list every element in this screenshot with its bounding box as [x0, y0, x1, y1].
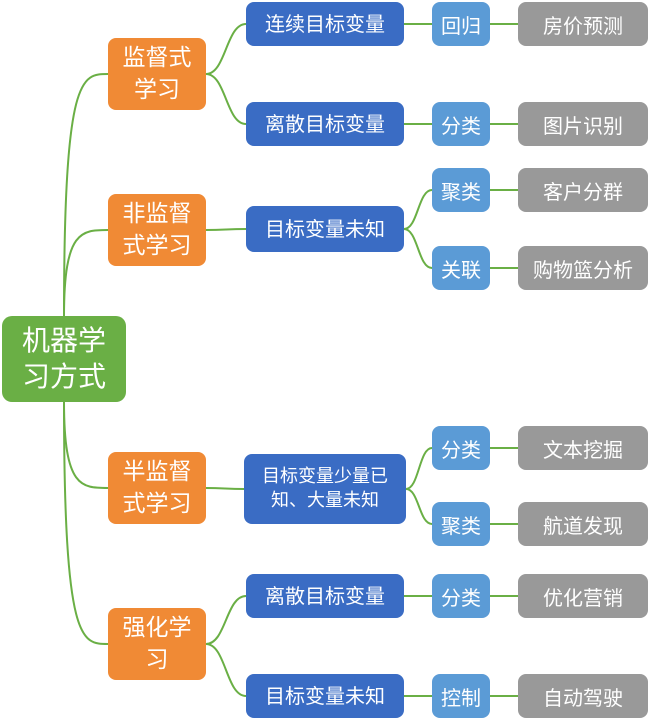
target-discrete: 离散目标变量	[246, 102, 404, 146]
method-association: 关联	[432, 246, 490, 290]
method-classification: 分类	[432, 102, 490, 146]
application-customer-segmentation: 客户分群	[518, 168, 648, 212]
branch-semi-supervised: 半监督 式学习	[108, 452, 206, 524]
target-unknown-rl: 目标变量未知	[246, 674, 404, 718]
connector-branch-supervised-to-target-discrete	[205, 73, 247, 125]
connector-root-node-to-branch-supervised	[63, 73, 109, 317]
branch-reinforcement: 强化学 习	[108, 608, 206, 680]
method-clustering: 聚类	[432, 168, 490, 212]
connector-branch-reinforcement-to-target-unknown-rl	[205, 643, 247, 697]
application-basket-analysis: 购物篮分析	[518, 246, 648, 290]
branch-unsupervised: 非监督 式学习	[108, 194, 206, 266]
connector-target-unknown-to-method-clustering	[403, 189, 433, 230]
application-marketing-optimization: 优化营销	[518, 574, 648, 618]
connector-branch-semi-supervised-to-target-partially-known	[205, 487, 245, 490]
application-image-recognition: 图片识别	[518, 102, 648, 146]
connector-target-partially-known-to-method-classification-semi	[405, 447, 433, 490]
method-clustering-semi: 聚类	[432, 502, 490, 546]
connector-target-partially-known-to-method-clustering-semi	[405, 488, 433, 525]
target-partially-known: 目标变量少量已 知、大量未知	[244, 454, 406, 524]
application-text-mining: 文本挖掘	[518, 426, 648, 470]
connector-branch-supervised-to-target-continuous	[205, 23, 247, 75]
root-node: 机器学 习方式	[2, 316, 126, 402]
target-discrete-rl: 离散目标变量	[246, 574, 404, 618]
method-classification-semi: 分类	[432, 426, 490, 470]
method-classification-rl: 分类	[432, 574, 490, 618]
connector-root-node-to-branch-reinforcement	[63, 401, 109, 645]
method-regression: 回归	[432, 2, 490, 46]
target-continuous: 连续目标变量	[246, 2, 404, 46]
application-route-discovery: 航道发现	[518, 502, 648, 546]
branch-supervised: 监督式 学习	[108, 38, 206, 110]
connector-branch-reinforcement-to-target-discrete-rl	[205, 595, 247, 645]
application-house-price: 房价预测	[518, 2, 648, 46]
connector-root-node-to-branch-unsupervised	[63, 229, 109, 317]
method-control: 控制	[432, 674, 490, 718]
target-unknown: 目标变量未知	[246, 206, 404, 252]
application-autonomous-driving: 自动驾驶	[518, 674, 648, 718]
connector-root-node-to-branch-semi-supervised	[63, 401, 109, 489]
connector-branch-unsupervised-to-target-unknown	[205, 228, 247, 231]
connector-target-unknown-to-method-association	[403, 228, 433, 269]
